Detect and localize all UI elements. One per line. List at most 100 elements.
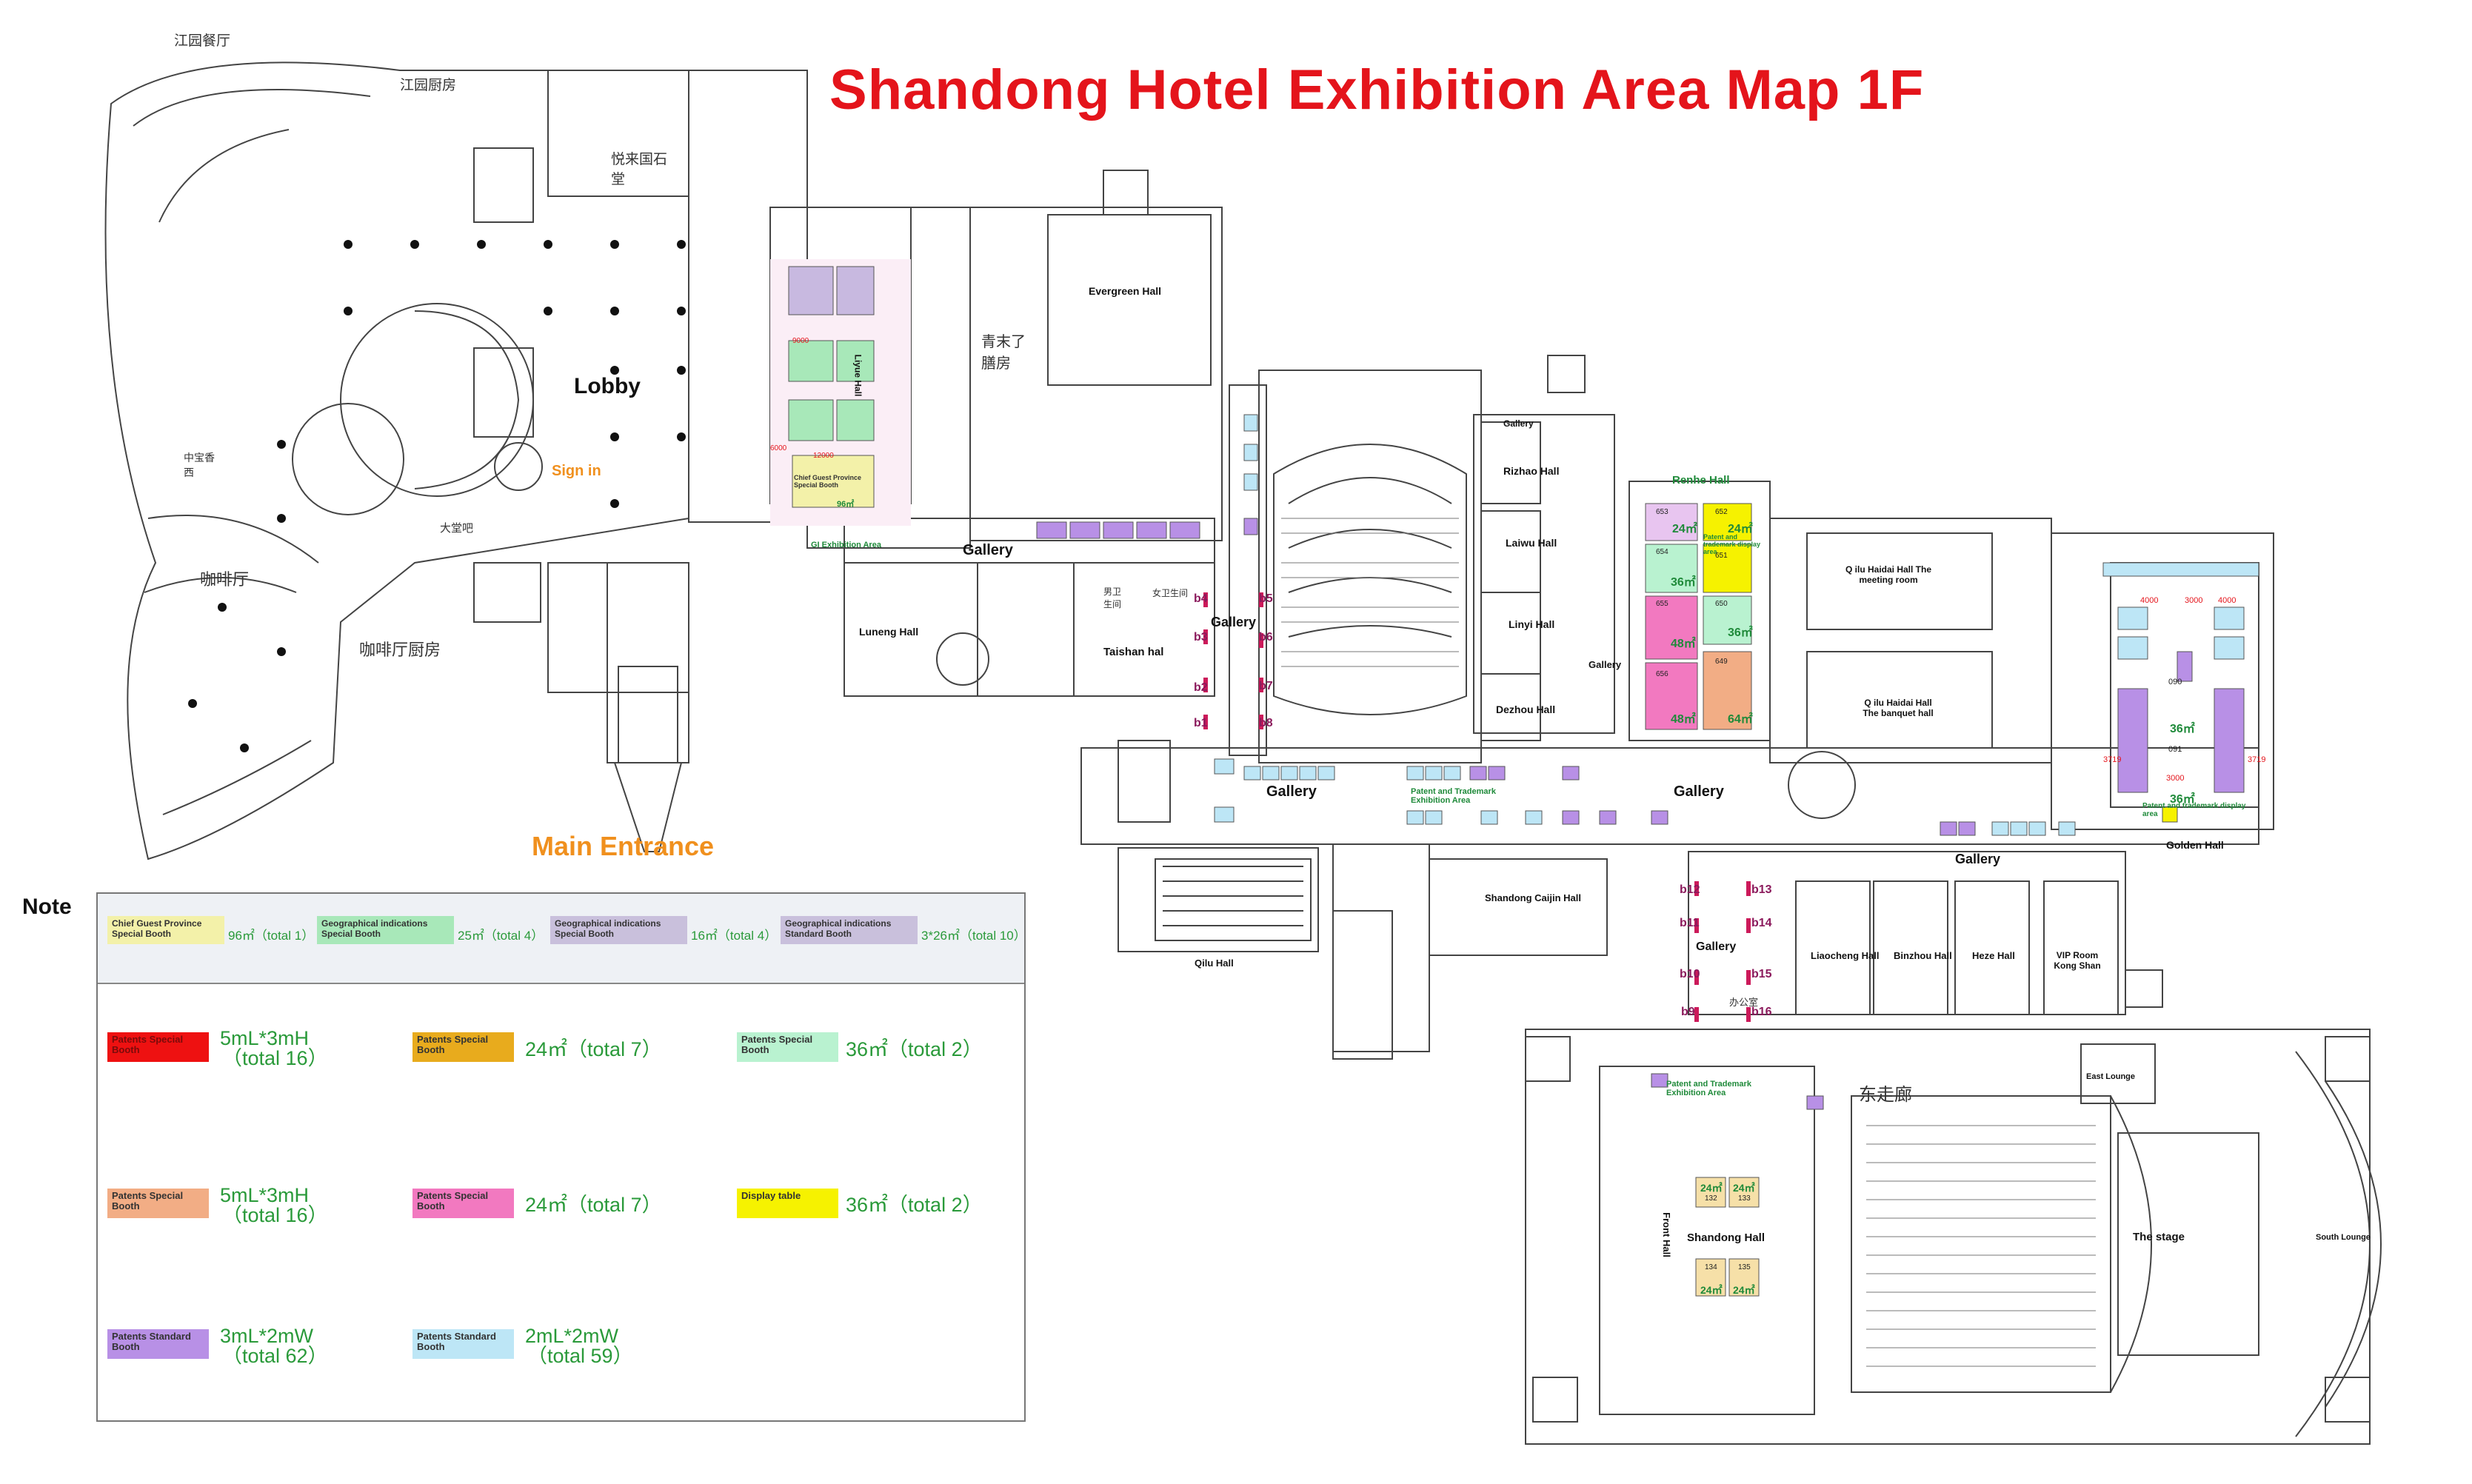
sign-in-label[interactable]: Sign in [552,463,601,479]
south-lounge-label[interactable]: South Lounge [2316,1233,2371,1242]
liyue-dim-3: 9000 [792,337,809,345]
renhe-hall-label[interactable]: Renhe Hall [1672,474,1730,487]
golden-dim-3: 4000 [2218,596,2237,605]
legend-item-8-value2: （total 59） [527,1345,633,1367]
legend-item-7-value2: （total 62） [222,1345,328,1367]
liyue-dim-1: 12000 [813,452,834,460]
laiwu-hall-label[interactable]: Laiwu Hall [1506,537,1557,549]
renhe-area-6: 48㎡ [1671,713,1696,726]
marker-b8: b8 [1259,717,1273,729]
men-wc-label: 男卫生间 [1103,586,1122,609]
legend-item-8-swatch: Patents Standard Booth [412,1329,514,1359]
linyi-hall-label[interactable]: Linyi Hall [1509,618,1555,630]
heze-hall-label[interactable]: Heze Hall [1972,950,2015,961]
chief-booth-label[interactable]: Chief Guest Province Special Booth [794,474,862,489]
legend-item-4-value: 5mL*3mH [220,1184,310,1206]
renhe-booth-651[interactable]: 651 [1715,552,1728,560]
front-hall-label[interactable]: Front Hall [1660,1212,1672,1257]
marker-b1: b1 [1194,717,1208,729]
liyue-dim-2: 6000 [770,444,787,452]
legend-chief-value: 96㎡（total 1） [228,929,315,943]
liaocheng-hall-label[interactable]: Liaocheng Hall [1811,950,1880,961]
sd-area-4: 24㎡ [1733,1284,1755,1296]
gallery-label-4: Gallery [1589,659,1622,670]
sd-booth-135[interactable]: 135 [1738,1263,1751,1271]
cafe-kitchen-label: 咖啡厅厨房 [359,641,441,660]
renhe-area-2: 24㎡ [1728,523,1753,535]
stage-label[interactable]: The stage [2133,1231,2185,1243]
renhe-area-4: 36㎡ [1728,626,1753,639]
marker-b11: b11 [1680,917,1700,929]
patent-exhibition-label-1: Patent and Trademark Exhibition Area [1411,787,1496,805]
marker-b15: b15 [1751,968,1772,980]
legend-item-5-value: 24㎡（total 7） [525,1194,662,1216]
shandong-caijin-label[interactable]: Shandong Caijin Hall [1485,892,1582,903]
qilu-hall-label[interactable]: Qilu Hall [1195,957,1234,969]
gallery-label-3: Gallery [1503,418,1534,429]
renhe-booth-656[interactable]: 656 [1656,670,1668,678]
sd-area-2: 24㎡ [1733,1182,1755,1194]
legend-item-3-value: 36㎡（total 2） [846,1038,983,1060]
renhe-booth-653[interactable]: 653 [1656,508,1668,516]
renhe-booth-649[interactable]: 649 [1715,658,1728,666]
gallery-label-7: Gallery [1955,852,2001,866]
jiangyuan-kitchen-label: 江园厨房 [400,77,457,93]
east-corridor-label: 东走廊 [1859,1084,1912,1105]
legend-item-5-swatch: Patents Special Booth [412,1189,514,1218]
east-lounge-label[interactable]: East Lounge [2086,1072,2136,1081]
golden-booth-090[interactable]: 090 [2168,678,2182,686]
renhe-booth-655[interactable]: 655 [1656,600,1668,608]
marker-b2: b2 [1194,681,1208,694]
legend-item-1-value2: （total 16） [222,1047,328,1069]
binzhou-hall-label[interactable]: Binzhou Hall [1894,950,1952,961]
legend-item-7-swatch: Patents Standard Booth [107,1329,209,1359]
gallery-label-5: Gallery [1266,783,1317,800]
legend-item-2-value: 24㎡（total 7） [525,1038,662,1060]
renhe-area-3: 36㎡ [1671,576,1696,589]
golden-hall-label[interactable]: Golden Hall [2166,839,2224,851]
taishan-hall-label[interactable]: Taishan hal [1103,646,1164,658]
liyue-hall-label: Liyue Hall [852,354,863,397]
legend-item-6-swatch: Display table [737,1189,838,1218]
patent-display-label-2: Patent and trademark display area [2142,802,2246,818]
patent-exhibition-label-2: Patent and Trademark Exhibition Area [1666,1080,1751,1097]
evergreen-hall-label[interactable]: Evergreen Hall [1089,285,1162,297]
jiangyuan-restaurant-label: 江园餐厅 [174,33,231,49]
qilu-haidai-meeting-label[interactable]: Q ilu Haidai Hall The meeting room [1845,564,1932,585]
yuelai-label: 悦来国石堂 [611,151,668,187]
legend-chief-swatch: Chief Guest Province Special Booth [107,916,224,944]
office-label: 办公室 [1729,997,1759,1009]
hall-bar-label: 大堂吧 [440,521,474,535]
renhe-booth-652[interactable]: 652 [1715,508,1728,516]
qingmo-label: 青末了膳房 [981,332,1026,372]
lobby-label: Lobby [574,374,641,398]
renhe-booth-654[interactable]: 654 [1656,548,1668,556]
legend-item-8-value: 2mL*2mW [525,1325,619,1347]
dezhou-hall-label[interactable]: Dezhou Hall [1496,703,1556,715]
golden-booth-091[interactable]: 091 [2168,745,2182,754]
vip-room-label[interactable]: VIP Room Kong Shan [2054,950,2101,971]
shandong-hall-label[interactable]: Shandong Hall [1687,1231,1765,1244]
marker-b3: b3 [1194,631,1208,644]
sd-booth-134[interactable]: 134 [1705,1263,1717,1271]
sd-booth-133[interactable]: 133 [1738,1194,1751,1203]
main-entrance-label[interactable]: Main Entrance [532,831,715,861]
marker-b12: b12 [1680,883,1700,896]
luneng-hall-label[interactable]: Luneng Hall [859,626,919,638]
sd-booth-132[interactable]: 132 [1705,1194,1717,1203]
qilu-haidai-banquet-label[interactable]: Q ilu Haidai Hall The banquet hall [1863,698,1934,718]
legend-item-4-swatch: Patents Special Booth [107,1189,209,1218]
cafe-label: 咖啡厅 [200,571,250,589]
gi-area-label: GI Exhibition Area [811,541,881,549]
legend-item-1-swatch: Patents Special Booth [107,1032,209,1062]
women-wc-label: 女卫生间 [1152,588,1189,598]
rizhao-hall-label[interactable]: Rizhao Hall [1503,465,1560,477]
legend-item-6-value: 36㎡（total 2） [846,1194,983,1216]
renhe-booth-650[interactable]: 650 [1715,600,1728,608]
legend-geo-standard-swatch: Geographical indications Standard Booth [781,916,918,944]
legend-item-4-value2: （total 16） [222,1204,328,1226]
marker-b4: b4 [1194,592,1208,605]
golden-dim-6: 3719 [2248,755,2266,764]
gallery-label-1: Gallery [963,542,1013,558]
